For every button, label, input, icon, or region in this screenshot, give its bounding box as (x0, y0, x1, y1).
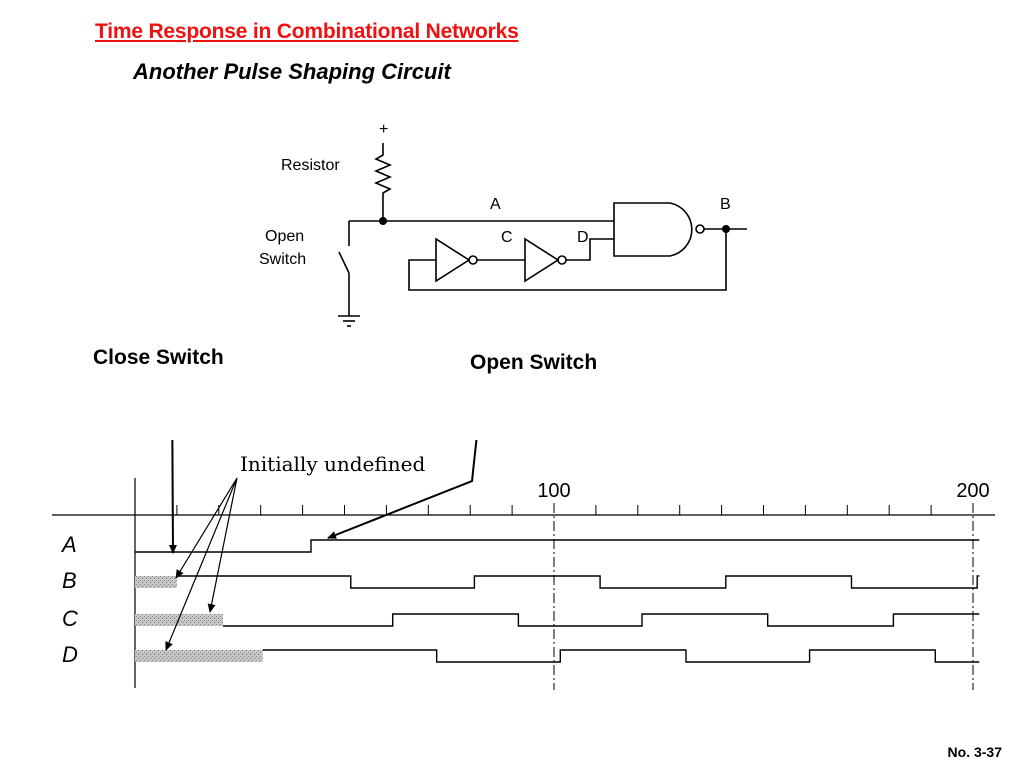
signal-label-d: D (62, 642, 78, 667)
open-switch-arrow (327, 440, 478, 539)
slide-subtitle: Another Pulse Shaping Circuit (133, 59, 451, 84)
switch-label-line2: Switch (259, 251, 306, 268)
signal-label-b: B (62, 568, 77, 593)
wire-d (566, 238, 614, 261)
node-b-label: B (720, 196, 731, 213)
undefined-arrow-b (175, 477, 238, 579)
resistor-symbol (373, 152, 393, 198)
supply-label: + (379, 121, 388, 138)
resistor-label: Resistor (281, 157, 340, 174)
inverter-1 (435, 237, 471, 283)
signal-label-a: A (60, 532, 77, 557)
undefined-region-b (135, 576, 177, 588)
node-d-label: D (577, 229, 589, 246)
undefined-arrow-d (165, 477, 238, 651)
slide-title: Time Response in Combinational Networks (95, 20, 519, 43)
major-tick-label: 100 (537, 480, 570, 502)
waveform-c (222, 613, 980, 627)
node-a-junction (379, 217, 387, 225)
feedback-wire (408, 229, 727, 291)
waveform-b (176, 575, 980, 589)
inverter-2 (524, 237, 560, 283)
switch-label-line1: Open (265, 228, 304, 245)
nand-gate (613, 202, 693, 257)
node-c-label: C (501, 229, 513, 246)
switch-blade (338, 251, 350, 274)
close-switch-arrow (168, 440, 177, 554)
node-b-junction (722, 225, 730, 233)
undefined-region-d (135, 650, 263, 662)
nand-bubble (695, 224, 705, 234)
waveform-a (135, 539, 980, 553)
major-tick-label: 200 (956, 480, 989, 502)
initially-undefined-label: Initially undefined (240, 452, 425, 476)
node-a-label: A (490, 196, 501, 213)
signal-label-c: C (62, 606, 78, 631)
open-switch-callout: Open Switch (470, 351, 598, 374)
close-switch-callout: Close Switch (93, 346, 224, 369)
waveform-d (262, 649, 980, 663)
undefined-arrow-c (207, 477, 238, 613)
page-number: No. 3-37 (947, 744, 1002, 760)
circuit-schematic: + Resistor Open Switch A B C D (259, 121, 747, 327)
